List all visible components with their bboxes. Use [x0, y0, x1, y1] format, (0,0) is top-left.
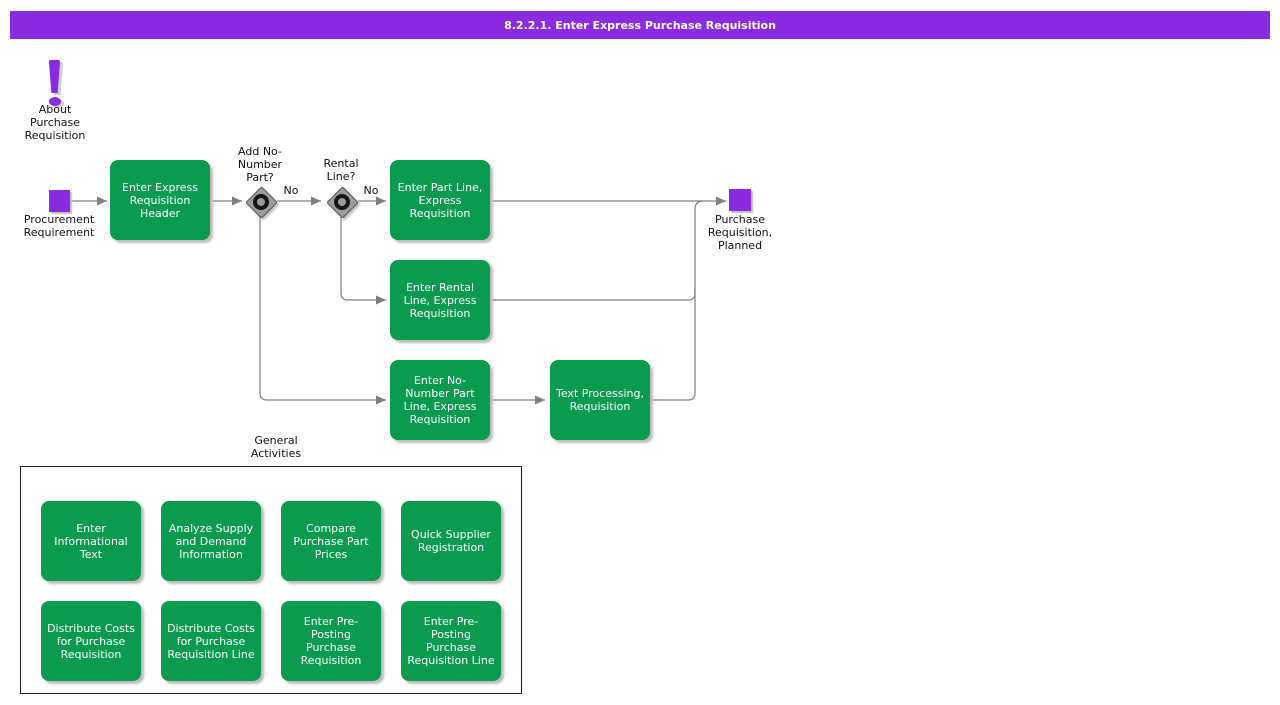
- start-event-procurement-requirement[interactable]: [49, 190, 70, 212]
- activity-enter-informational-text[interactable]: Enter Informational Text: [41, 501, 141, 581]
- start-event-label: Procurement Requirement: [23, 213, 95, 239]
- gateway-add-no-number-part: [244, 185, 278, 219]
- end-event-purchase-requisition-planned[interactable]: [729, 189, 751, 211]
- exclamation-dot: [49, 97, 61, 106]
- activity-text-processing-requisition[interactable]: Text Processing, Requisition: [550, 360, 650, 440]
- activity-enter-pre-posting-requisition-line[interactable]: Enter Pre- Posting Purchase Requisition …: [401, 601, 501, 681]
- general-activities-title: General Activities: [250, 434, 302, 460]
- gateway-add-no-number-part-label: Add No- Number Part?: [237, 145, 283, 184]
- gateway-rental-line: [325, 185, 359, 219]
- activity-analyze-supply-demand[interactable]: Analyze Supply and Demand Information: [161, 501, 261, 581]
- activity-enter-part-line[interactable]: Enter Part Line, Express Requisition: [390, 160, 490, 240]
- activity-enter-no-number-part-line[interactable]: Enter No- Number Part Line, Express Requ…: [390, 360, 490, 440]
- exclamation-bar: [48, 60, 61, 93]
- about-exclamation-icon[interactable]: [44, 60, 66, 106]
- activity-quick-supplier-registration[interactable]: Quick Supplier Registration: [401, 501, 501, 581]
- about-label: About Purchase Requisition: [24, 103, 86, 142]
- gateway-circle-icon: [333, 193, 350, 210]
- activity-enter-rental-line[interactable]: Enter Rental Line, Express Requisition: [390, 260, 490, 340]
- diagram-title-bar: 8.2.2.1. Enter Express Purchase Requisit…: [10, 11, 1270, 39]
- general-activities-container: Enter Informational Text Analyze Supply …: [20, 466, 522, 694]
- activity-enter-express-requisition-header[interactable]: Enter Express Requisition Header: [110, 160, 210, 240]
- activity-distribute-costs-requisition[interactable]: Distribute Costs for Purchase Requisitio…: [41, 601, 141, 681]
- activity-enter-pre-posting-requisition[interactable]: Enter Pre- Posting Purchase Requisition: [281, 601, 381, 681]
- gateway-circle-icon: [252, 193, 269, 210]
- gateway-rental-line-label: Rental Line?: [323, 157, 359, 183]
- activity-distribute-costs-requisition-line[interactable]: Distribute Costs for Purchase Requisitio…: [161, 601, 261, 681]
- branch-no-label-1: No: [283, 184, 299, 197]
- activity-compare-purchase-part-prices[interactable]: Compare Purchase Part Prices: [281, 501, 381, 581]
- page-title: 8.2.2.1. Enter Express Purchase Requisit…: [504, 18, 776, 32]
- end-event-label: Purchase Requisition, Planned: [707, 213, 773, 252]
- branch-no-label-2: No: [363, 184, 379, 197]
